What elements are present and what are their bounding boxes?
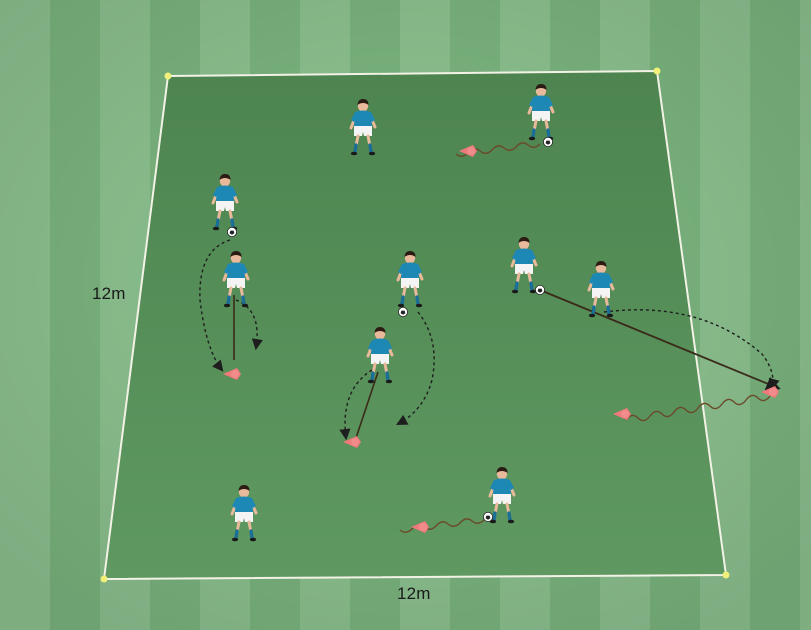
- playing-area: [104, 71, 726, 579]
- cone-icon: [654, 68, 661, 75]
- ball-icon: [543, 137, 552, 146]
- ball-icon: [535, 285, 544, 294]
- cone-icon: [165, 73, 172, 80]
- ball-icon: [398, 307, 407, 316]
- cone-icon: [723, 572, 730, 579]
- cone-icon: [101, 576, 108, 583]
- side-dimension-label: 12m: [92, 284, 126, 304]
- bottom-dimension-label: 12m: [397, 584, 431, 604]
- ball-icon: [483, 512, 492, 521]
- ball-icon: [227, 227, 236, 236]
